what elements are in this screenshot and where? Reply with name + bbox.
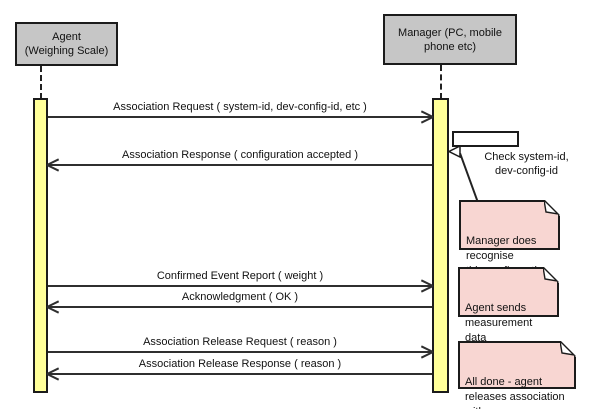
- message-line: [48, 116, 432, 118]
- note-fold-icon: [544, 200, 560, 216]
- message-label: Association Request ( system-id, dev-con…: [113, 101, 367, 113]
- note-manager-recognise: Manager does recognise this configuratio…: [459, 200, 560, 277]
- message-acknowledgment: Acknowledgment ( OK ): [48, 291, 432, 308]
- message-line: [48, 164, 432, 166]
- arrowhead-left-icon: [47, 300, 61, 314]
- note-fold-icon: [560, 341, 576, 357]
- actor-agent-label: Agent (Weighing Scale): [24, 31, 109, 57]
- arrowhead-right-icon: [419, 345, 433, 359]
- arrowhead-right-icon: [419, 110, 433, 124]
- note-all-done: All done - agent releases association wi…: [458, 341, 576, 409]
- message-association-response: Association Response ( configuration acc…: [48, 149, 432, 166]
- note-fold-icon: [543, 267, 559, 283]
- lifeline-manager: [440, 65, 442, 99]
- message-association-release-request: Association Release Request ( reason ): [48, 336, 432, 353]
- actor-box-agent: Agent (Weighing Scale): [15, 22, 118, 66]
- message-label: Confirmed Event Report ( weight ): [156, 270, 324, 282]
- actor-manager-label: Manager (PC, mobile phone etc): [398, 26, 502, 53]
- self-call-return-arrowhead-icon: [447, 144, 461, 163]
- message-line: [48, 373, 432, 375]
- activation-bar-manager: [432, 98, 449, 393]
- message-association-release-response: Association Release Response ( reason ): [48, 358, 432, 375]
- message-line: [48, 351, 432, 353]
- note-label: Agent sends measurement data: [465, 302, 533, 344]
- arrowhead-left-icon: [47, 367, 61, 381]
- message-association-request: Association Request ( system-id, dev-con…: [48, 101, 432, 118]
- message-label: Acknowledgment ( OK ): [181, 291, 299, 303]
- self-call-box: [452, 131, 519, 147]
- message-label: Association Release Request ( reason ): [143, 336, 337, 348]
- note-label: All done - agent releases association wi…: [465, 376, 565, 409]
- self-call-label: Check system-id, dev-config-id: [484, 151, 569, 177]
- message-label: Association Response ( configuration acc…: [121, 149, 359, 161]
- message-line: [48, 285, 432, 287]
- message-line: [48, 306, 432, 308]
- arrowhead-left-icon: [47, 158, 61, 172]
- activation-bar-agent: [33, 98, 48, 393]
- actor-box-manager: Manager (PC, mobile phone etc): [383, 14, 517, 65]
- message-confirmed-event-report: Confirmed Event Report ( weight ): [48, 270, 432, 287]
- lifeline-agent: [40, 66, 42, 99]
- note-agent-sends: Agent sends measurement data: [458, 267, 559, 344]
- message-label: Association Release Response ( reason ): [138, 358, 342, 370]
